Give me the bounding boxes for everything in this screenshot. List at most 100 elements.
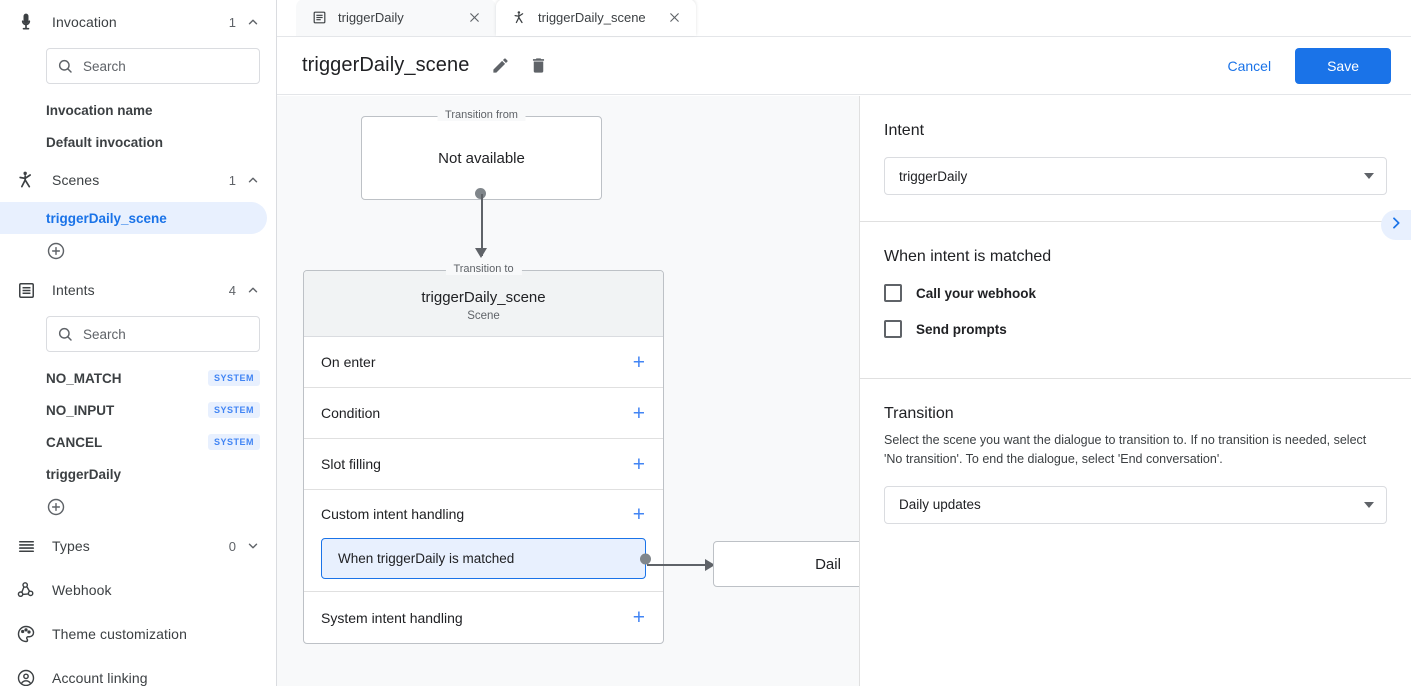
intents-search-wrap	[0, 312, 276, 362]
invocation-search-input[interactable]	[83, 58, 249, 74]
tab-triggerdaily[interactable]: triggerDaily	[296, 0, 496, 36]
intents-search-input[interactable]	[83, 326, 249, 342]
tab-label: triggerDaily	[338, 10, 404, 25]
close-icon[interactable]	[467, 10, 482, 25]
scene-card-title: triggerDaily_scene	[421, 289, 546, 306]
close-icon[interactable]	[667, 10, 682, 25]
scene-row-label: Condition	[321, 405, 381, 421]
intent-section: Intent triggerDaily	[860, 96, 1411, 222]
send-prompts-checkbox-row[interactable]: Send prompts	[884, 320, 1387, 338]
add-circle-icon[interactable]	[46, 241, 66, 261]
scene-row-slot-filling[interactable]: Slot filling +	[304, 439, 663, 490]
scenes-icon	[14, 168, 38, 192]
chevron-up-icon[interactable]	[246, 283, 260, 297]
cancel-button[interactable]: Cancel	[1213, 49, 1285, 83]
system-badge: SYSTEM	[207, 370, 260, 386]
sidebar-item-theme-customization[interactable]: Theme customization	[0, 612, 276, 656]
checkbox-icon[interactable]	[884, 320, 902, 338]
system-badge: SYSTEM	[207, 402, 260, 418]
sidebar-item-webhook[interactable]: Webhook	[0, 568, 276, 612]
sidebar-item-label: NO_INPUT	[46, 402, 115, 418]
checkbox-label: Call your webhook	[916, 285, 1037, 301]
transition-from-node[interactable]: Transition from Not available	[361, 109, 602, 200]
connector-line-horizontal	[647, 564, 707, 566]
add-icon[interactable]: +	[632, 452, 645, 476]
scene-graph-canvas[interactable]: Transition from Not available Transition…	[277, 96, 860, 686]
chevron-down-icon[interactable]	[246, 539, 260, 553]
scene-icon	[512, 10, 528, 26]
transition-target-value: Dail	[815, 555, 841, 573]
transition-description: Select the scene you want the dialogue t…	[884, 433, 1367, 466]
sidebar: Invocation 1 Invocation name Default inv…	[0, 0, 277, 686]
sidebar-item-no-input[interactable]: NO_INPUT SYSTEM	[0, 394, 276, 426]
pencil-icon[interactable]	[491, 56, 511, 76]
checkbox-icon[interactable]	[884, 284, 902, 302]
connector-dot	[475, 188, 486, 199]
add-icon[interactable]: +	[632, 606, 645, 629]
chevron-down-icon	[1364, 501, 1374, 508]
intent-select[interactable]: triggerDaily	[884, 157, 1387, 195]
sidebar-group-label: Scenes	[52, 172, 100, 188]
sidebar-item-default-invocation[interactable]: Default invocation	[46, 134, 164, 150]
intent-handler-chip[interactable]: When triggerDaily is matched	[321, 538, 651, 579]
invocation-search-box[interactable]	[46, 48, 260, 84]
header-actions: Cancel Save	[1213, 47, 1391, 84]
panel-expand-button[interactable]	[1381, 210, 1411, 240]
sidebar-group-count: 0	[228, 538, 236, 554]
spacer	[884, 338, 1387, 352]
add-intent-row	[0, 490, 276, 524]
chevron-up-icon[interactable]	[246, 173, 260, 187]
chevron-up-icon[interactable]	[246, 15, 260, 29]
invocation-search-wrap	[0, 44, 276, 94]
scene-row-condition[interactable]: Condition +	[304, 388, 663, 439]
sidebar-item-label: Account linking	[52, 670, 148, 686]
when-intent-matched-section: When intent is matched Call your webhook…	[860, 222, 1411, 379]
scene-row-label: Custom intent handling	[321, 506, 465, 522]
transition-select[interactable]: Daily updates	[884, 485, 1387, 524]
trash-icon[interactable]	[529, 56, 549, 76]
scene-row-on-enter[interactable]: On enter +	[304, 337, 663, 388]
sidebar-item-no-match[interactable]: NO_MATCH SYSTEM	[0, 362, 276, 394]
sidebar-group-intents[interactable]: Intents 4	[0, 268, 276, 312]
sidebar-group-count: 4	[228, 282, 236, 298]
system-badge: SYSTEM	[207, 434, 260, 450]
intents-search-box[interactable]	[46, 316, 260, 352]
sidebar-item-triggerdaily-scene[interactable]: triggerDaily_scene	[0, 202, 267, 234]
properties-panel: Intent triggerDaily When intent is match…	[860, 96, 1411, 686]
add-icon[interactable]: +	[632, 350, 645, 374]
connector-line-vertical	[481, 194, 483, 256]
sidebar-group-scenes[interactable]: Scenes 1	[0, 158, 276, 202]
sidebar-item-cancel[interactable]: CANCEL SYSTEM	[0, 426, 276, 458]
search-icon	[57, 326, 73, 342]
connector-dot	[639, 553, 651, 564]
intent-select-value: triggerDaily	[899, 168, 968, 184]
sidebar-group-label: Types	[52, 538, 90, 554]
add-icon[interactable]: +	[632, 401, 645, 425]
body-area: Transition from Not available Transition…	[277, 96, 1411, 686]
page-header: triggerDaily_scene Cancel Save	[277, 37, 1411, 95]
call-your-webhook-checkbox-row[interactable]: Call your webhook	[884, 284, 1387, 302]
chevron-right-icon	[1388, 215, 1404, 236]
sidebar-item-account-linking[interactable]: Account linking	[0, 656, 276, 686]
sidebar-item-label: triggerDaily	[46, 466, 122, 482]
sidebar-item-triggerdaily[interactable]: triggerDaily	[0, 458, 276, 490]
tab-triggerdaily-scene[interactable]: triggerDaily_scene	[496, 0, 696, 36]
page-title: triggerDaily_scene	[302, 54, 470, 76]
sidebar-item-invocation-name[interactable]: Invocation name	[46, 102, 153, 118]
add-icon[interactable]: +	[632, 502, 645, 526]
scene-row-system-intent-handling[interactable]: System intent handling +	[304, 592, 663, 643]
sidebar-group-invocation[interactable]: Invocation 1	[0, 0, 276, 44]
custom-intent-handling-block: Custom intent handling + When triggerDai…	[304, 490, 663, 592]
account-icon	[14, 666, 38, 686]
microphone-icon	[14, 10, 38, 34]
sidebar-group-types[interactable]: Types 0	[0, 524, 276, 568]
intents-icon	[14, 278, 38, 302]
scene-row-custom-intent-handling[interactable]: Custom intent handling +	[304, 490, 663, 538]
tab-label: triggerDaily_scene	[538, 10, 646, 25]
chevron-down-icon	[1364, 173, 1374, 179]
save-button[interactable]: Save	[1295, 47, 1391, 84]
add-circle-icon[interactable]	[46, 497, 66, 517]
intent-heading: Intent	[884, 122, 925, 139]
transition-target-node[interactable]: Tr Dail	[713, 541, 859, 587]
